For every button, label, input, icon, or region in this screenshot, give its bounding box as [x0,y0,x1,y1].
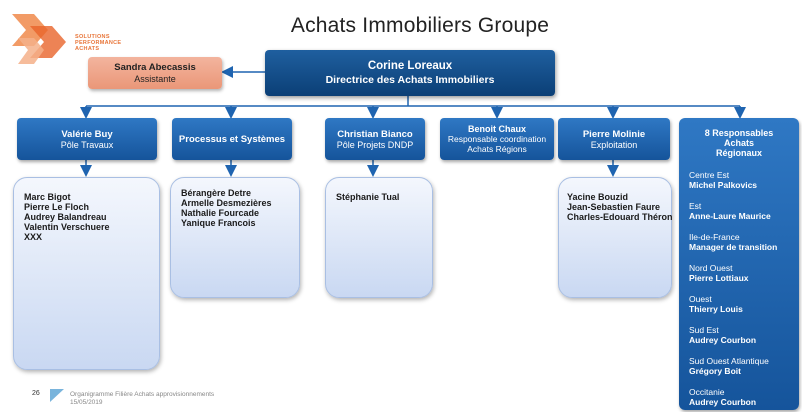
logo-mark-icon [12,14,66,64]
member-name: Bérangère Detre [181,188,252,198]
unit-subtitle: Responsable coordination [447,134,547,144]
region-manager: Thierry Louis [689,304,743,314]
member-name: Charles-Edouard Théron [567,212,673,222]
members-box-projets: Stéphanie Tual [325,177,433,298]
unit-subtitle: Pôle Travaux [60,139,114,150]
member-name: Stéphanie Tual [336,192,400,202]
region-label: Ouest [689,294,712,304]
member-name: Yanique Francois [181,218,256,228]
unit-box-processus: Processus et Systèmes [172,118,292,160]
unit-box-projets: Christian Bianco Pôle Projets DNDP [325,118,425,160]
unit-subtitle: Exploitation [590,139,638,150]
unit-name: Pierre Molinie [582,128,646,140]
unit-name: Processus et Systèmes [178,133,286,145]
unit-name: Benoit Chaux [467,124,526,134]
member-name: Marc Bigot [24,192,71,202]
members-box-travaux: Marc Bigot Pierre Le Floch Audrey Baland… [13,177,160,370]
member-name: Audrey Balandreau [24,212,107,222]
footer-triangle-icon [50,389,64,402]
unit-subtitle: Achats Régions [467,144,527,154]
footer-caption: Organigramme Filière Achats approvisionn… [70,391,214,407]
assistant-role: Assistante [134,74,176,84]
members-box-processus: Bérangère Detre Armelle Desmezières Nath… [170,177,300,298]
unit-box-travaux: Valérie Buy Pôle Travaux [17,118,157,160]
logo-text: SOLUTIONS PERFORMANCE ACHATS [75,34,121,52]
page-title: Achats Immobiliers Groupe [290,14,550,37]
logo-line: SOLUTIONS [75,34,110,40]
member-name: Armelle Desmezières [181,198,272,208]
unit-name: Valérie Buy [61,128,113,140]
region-label: Sud Est [689,325,719,335]
region-manager: Michel Palkovics [689,180,758,190]
page-number: 26 [32,390,40,397]
region-manager: Manager de transition [689,242,778,252]
member-name: Valentin Verschuere [24,222,110,232]
region-label: Est [689,201,702,211]
footer-text: Organigramme Filière Achats approvisionn… [70,391,215,398]
unit-subtitle: Pôle Projets DNDP [336,139,414,150]
member-name: XXX [24,232,43,242]
region-label: Centre Est [689,170,730,180]
region-label: Occitanie [689,387,725,397]
region-manager: Anne-Laure Maurice [689,211,771,221]
member-name: Pierre Le Floch [24,202,90,212]
region-manager: Audrey Courbon [689,335,757,345]
footer-date: 15/05/2019 [70,399,103,406]
region-label: Ile-de-France [689,232,740,242]
director-role: Directrice des Achats Immobiliers [325,74,495,86]
logo-line: ACHATS [75,46,100,52]
region-label: Sud Ouest Atlantique [689,356,769,366]
region-manager: Pierre Lottiaux [689,273,749,283]
regional-title: 8 Responsables Achats [704,128,774,148]
region-label: Nord Ouest [689,263,733,273]
region-manager: Audrey Courbon [689,397,757,407]
members-box-exploitation: Yacine Bouzid Jean-Sebastien Faure Charl… [558,177,673,298]
region-manager: Grégory Boit [689,366,741,376]
regional-title: Régionaux [715,148,762,158]
member-name: Jean-Sebastien Faure [567,202,661,212]
unit-box-coordination: Benoit Chaux Responsable coordination Ac… [440,118,554,160]
assistant-name: Sandra Abecassis [114,62,196,73]
member-name: Nathalie Fourcade [181,208,260,218]
member-name: Yacine Bouzid [567,192,629,202]
assistant-box: Sandra Abecassis Assistante [88,57,222,89]
director-name: Corine Loreaux [367,60,453,72]
regional-box: 8 Responsables Achats Régionaux Centre E… [679,118,799,410]
unit-name: Christian Bianco [337,128,413,140]
director-box: Corine Loreaux Directrice des Achats Imm… [265,50,555,96]
unit-box-exploitation: Pierre Molinie Exploitation [558,118,670,160]
company-logo [8,8,118,68]
logo-line: PERFORMANCE [75,40,122,46]
